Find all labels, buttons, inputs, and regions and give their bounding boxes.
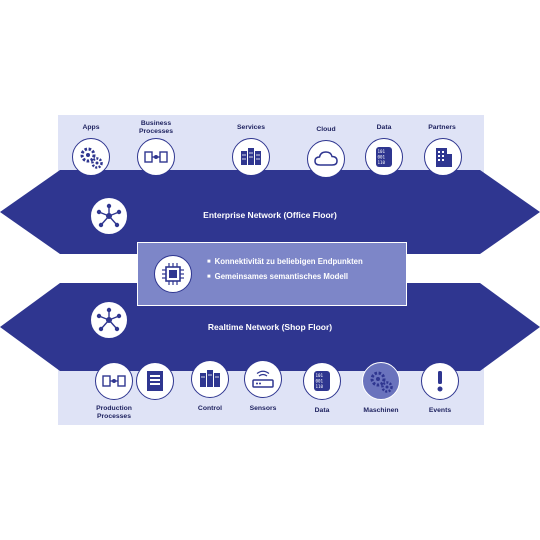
server-rack-icon [232,138,270,176]
building-icon [424,138,462,176]
bottom-label-sensors: Sensors [249,405,277,412]
enterprise-hub-stem [109,235,111,251]
cloud-icon [307,140,345,178]
control-server-rack-icon [191,360,229,398]
top-label-data: Data [376,124,392,131]
bullet-connectivity: Konnektivität zu beliebigen Endpunkten [207,257,363,266]
svg-text:101: 101 [378,149,386,154]
router-icon [244,360,282,398]
center-bullets: Konnektivität zu beliebigen Endpunkten G… [207,257,363,287]
realtime-network-hub-icon [90,301,128,339]
exclamation-icon [421,362,459,400]
realtime-network-label: Realtime Network (Shop Floor) [207,322,333,332]
top-label-services: Services [237,124,265,131]
svg-text:110: 110 [316,384,324,389]
top-label-cloud: Cloud [316,126,336,133]
document-list-icon [136,362,174,400]
svg-text:101: 101 [316,373,324,378]
bottom-label-events: Events [428,407,452,414]
bottom-label-control: Control [197,405,223,412]
machines-gears-icon [362,362,400,400]
gears-icon [72,138,110,176]
top-label-partners: Partners [428,124,456,131]
enterprise-network-label: Enterprise Network (Office Floor) [203,210,337,220]
bottom-label-maschinen: Maschinen [363,407,399,414]
svg-text:001: 001 [378,155,386,160]
process-flow-icon [137,138,175,176]
bottom-label-production-processes: Production Processes [96,405,132,420]
chip-icon [154,255,192,293]
bottom-label-data: Data [314,407,330,414]
top-label-business-processes: Business Processes [138,120,173,135]
top-label-apps: Apps [82,124,100,131]
svg-text:110: 110 [378,160,386,165]
svg-text:001: 001 [316,379,324,384]
enterprise-network-hub-icon [90,197,128,235]
bullet-semantic-model: Gemeinsames semantisches Modell [207,272,363,281]
production-process-icon [95,362,133,400]
